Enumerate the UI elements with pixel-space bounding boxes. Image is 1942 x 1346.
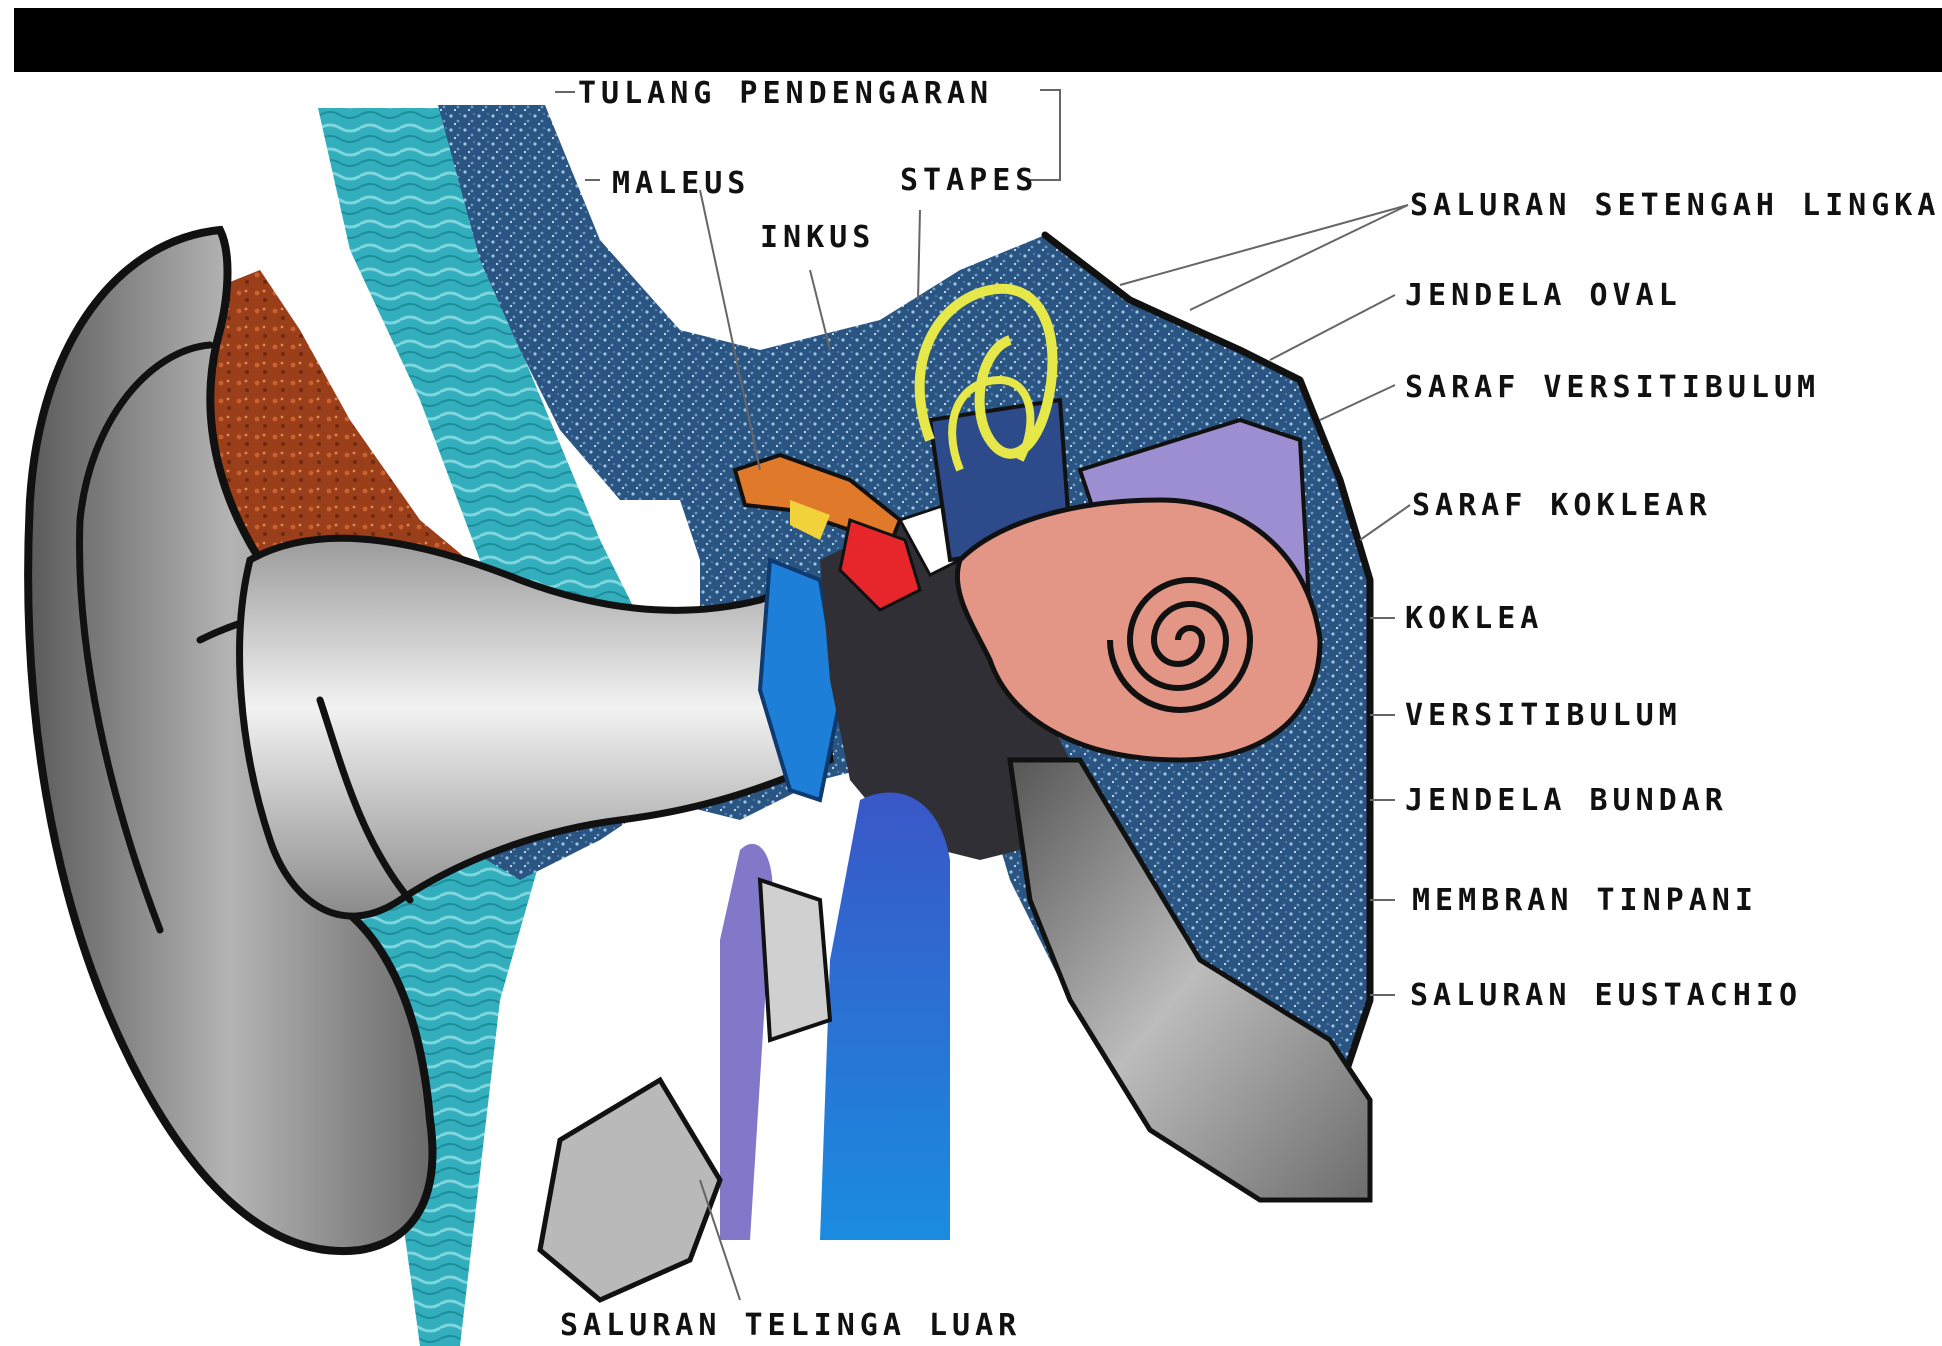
label-versitibulum: VERSITIBULUM <box>1405 698 1682 733</box>
label-saraf-versitibulum: SARAF VERSITIBULUM <box>1405 370 1820 405</box>
label-tulang-pendengaran: TULANG PENDENGARAN <box>578 76 993 111</box>
lower-grey-block <box>540 1080 720 1300</box>
label-saluran-setengah-lingkaran: SALURAN SETENGAH LINGKAR <box>1410 188 1942 223</box>
lower-grey-block-2 <box>760 880 830 1040</box>
tulang-bracket <box>1040 90 1060 180</box>
label-inkus: INKUS <box>760 220 875 255</box>
top-black-bar <box>14 8 1942 72</box>
label-jendela-oval: JENDELA OVAL <box>1405 278 1682 313</box>
label-membran-tinpani: MEMBRAN TINPANI <box>1412 883 1758 918</box>
label-saraf-koklear: SARAF KOKLEAR <box>1412 488 1712 523</box>
label-saluran-eustachio: SALURAN EUSTACHIO <box>1410 978 1802 1013</box>
label-saluran-telinga-luar: SALURAN TELINGA LUAR <box>560 1308 1021 1343</box>
lower-blue-structure <box>820 793 950 1241</box>
label-jendela-bundar: JENDELA BUNDAR <box>1405 783 1728 818</box>
label-stapes: STAPES <box>900 163 1038 198</box>
label-maleus: MALEUS <box>612 166 750 201</box>
label-koklea: KOKLEA <box>1405 601 1543 636</box>
